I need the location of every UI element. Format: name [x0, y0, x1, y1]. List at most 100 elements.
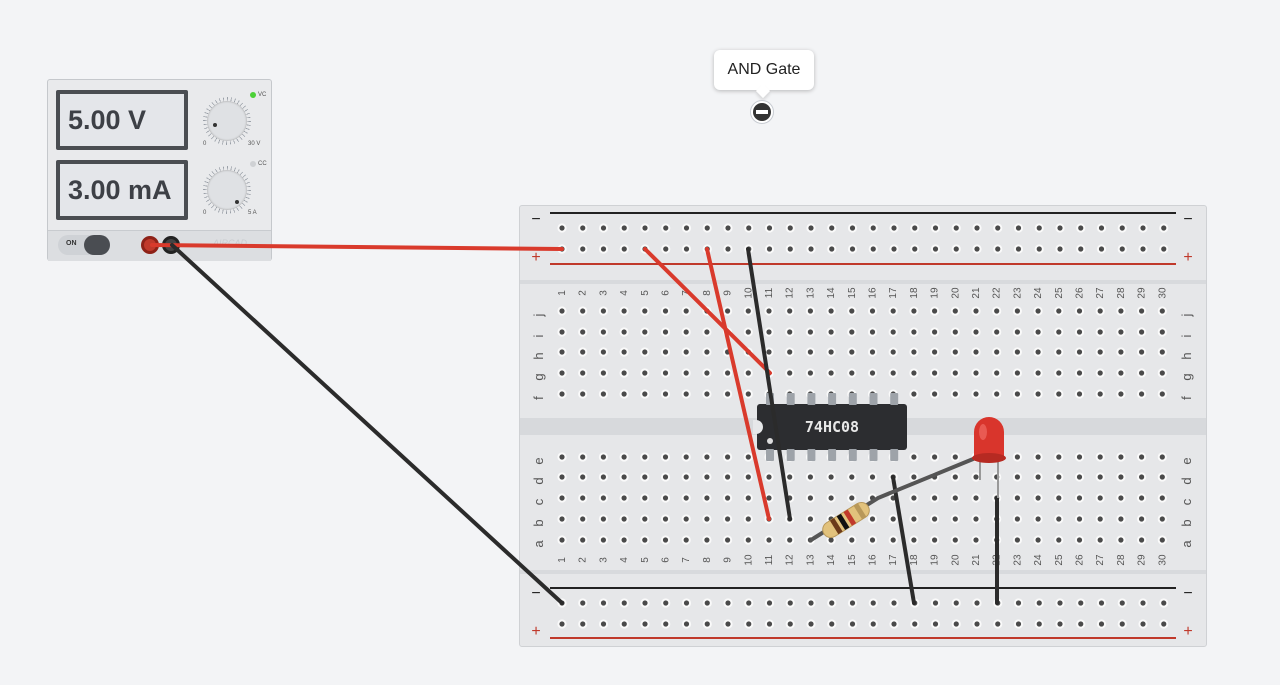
power-switch[interactable]: ON: [58, 235, 110, 255]
column-label: 17: [888, 287, 899, 299]
breadboard-hole-center: [642, 225, 648, 231]
breadboard-hole-center: [1014, 537, 1021, 543]
breadboard-hole-center: [1057, 621, 1063, 627]
ic-pin-top: [807, 393, 816, 405]
breadboard-hole-center: [849, 537, 855, 543]
column-label: 18: [909, 287, 920, 299]
breadboard-hole-center: [725, 370, 731, 376]
breadboard-hole-center: [745, 370, 751, 376]
breadboard-hole-center: [580, 308, 586, 314]
breadboard-hole-center: [559, 621, 565, 627]
column-label: 13: [805, 287, 816, 299]
breadboard-hole-center: [787, 349, 793, 355]
vc-label: VC: [258, 92, 267, 98]
breadboard-hole-center: [1097, 495, 1103, 501]
breadboard-hole-center: [725, 495, 731, 501]
breadboard-hole-center: [1014, 308, 1021, 314]
breadboard-hole-center: [849, 246, 856, 252]
minus-circle-icon[interactable]: [750, 100, 774, 124]
breadboard-hole-center: [1118, 516, 1124, 522]
breadboard-hole-center: [932, 329, 938, 335]
wire-power-ground[interactable]: [170, 243, 564, 605]
breadboard-hole-center: [911, 308, 917, 314]
breadboard-hole-center: [828, 537, 834, 543]
column-label: 4: [619, 557, 630, 563]
breadboard-hole-center: [1035, 349, 1041, 355]
breadboard-hole-center: [932, 391, 938, 397]
breadboard-hole-center: [580, 349, 586, 355]
breadboard-hole-center: [932, 308, 938, 314]
breadboard-hole-center: [1036, 225, 1042, 231]
breadboard-hole-center: [683, 349, 689, 355]
rail-plus-label: +: [531, 623, 540, 640]
column-label: 28: [1116, 554, 1127, 566]
breadboard-hole-center: [559, 370, 565, 376]
resistor-band: [836, 513, 850, 530]
breadboard-hole-center: [869, 474, 876, 480]
switch-toggle[interactable]: [84, 235, 110, 255]
breadboard-hole-center: [600, 349, 607, 355]
breadboard-hole-center: [1035, 391, 1041, 397]
resistor-icon[interactable]: [820, 499, 873, 540]
breadboard-hole-center: [600, 474, 607, 480]
breadboard-hole-center: [974, 600, 980, 606]
breadboard-hole-center: [704, 329, 710, 335]
breadboard-hole-center: [1118, 495, 1124, 501]
breadboard-hole-center: [973, 308, 979, 314]
breadboard-hole-center: [1118, 308, 1124, 314]
breadboard-hole-center: [1035, 370, 1041, 376]
row-label: f: [1179, 396, 1194, 400]
column-label: 25: [1054, 287, 1065, 299]
breadboard-hole-center: [1014, 516, 1021, 522]
breadboard-hole-center: [1097, 349, 1103, 355]
ic-pin-top: [786, 393, 795, 405]
breadboard-hole-center: [725, 516, 731, 522]
column-label: 16: [868, 554, 879, 566]
column-label: 6: [661, 557, 672, 563]
breadboard-hole-center: [787, 308, 793, 314]
row-label: g: [1179, 373, 1194, 380]
breadboard-hole-center: [1097, 474, 1103, 480]
column-label: 17: [888, 554, 899, 566]
red-led-icon[interactable]: [972, 417, 1006, 498]
breadboard-hole-center: [621, 537, 627, 543]
breadboard-hole-center: [1140, 600, 1146, 606]
breadboard-hole-center: [1139, 370, 1145, 376]
breadboard-hole-center: [580, 329, 586, 335]
breadboard-hole-center: [870, 246, 876, 252]
wire-ground-to-ic[interactable]: [746, 247, 792, 521]
current-knob[interactable]: [203, 166, 251, 214]
breadboard-hole-center: [1056, 308, 1062, 314]
breadboard-hole-center: [1078, 225, 1084, 231]
breadboard-hole-center: [1014, 454, 1021, 460]
column-label: 11: [764, 554, 775, 565]
breadboard-hole-center: [849, 308, 855, 314]
breadboard-hole-center: [1014, 349, 1021, 355]
switch-label: ON: [66, 240, 77, 247]
breadboard-hole-center: [600, 370, 607, 376]
wire-vcc-to-ic[interactable]: [643, 247, 772, 375]
breadboard-hole-center: [725, 621, 731, 627]
breadboard-hole-center: [1139, 391, 1145, 397]
wire-power-positive[interactable]: [150, 243, 564, 251]
breadboard-hole-center: [600, 225, 607, 231]
voltage-knob[interactable]: [203, 97, 251, 145]
breadboard-hole-center: [683, 370, 689, 376]
breadboard-hole-center: [559, 454, 565, 460]
wire-input-a[interactable]: [705, 247, 771, 521]
wire-output[interactable]: [891, 475, 916, 605]
ic-74hc08[interactable]: 74HC08: [753, 404, 907, 450]
breadboard-hole-center: [683, 621, 690, 627]
breadboard-hole-center: [1076, 391, 1083, 397]
breadboard-hole-center: [1056, 349, 1062, 355]
column-label: 19: [930, 554, 941, 566]
breadboard-hole-center: [974, 225, 980, 231]
breadboard-hole-center: [662, 308, 669, 314]
led-base: [972, 453, 1006, 463]
breadboard-hole-center: [683, 391, 689, 397]
row-label: c: [531, 498, 546, 505]
breadboard-hole-center: [912, 246, 918, 252]
breadboard-hole-center: [745, 329, 751, 335]
breadboard-hole-center: [994, 370, 1000, 376]
